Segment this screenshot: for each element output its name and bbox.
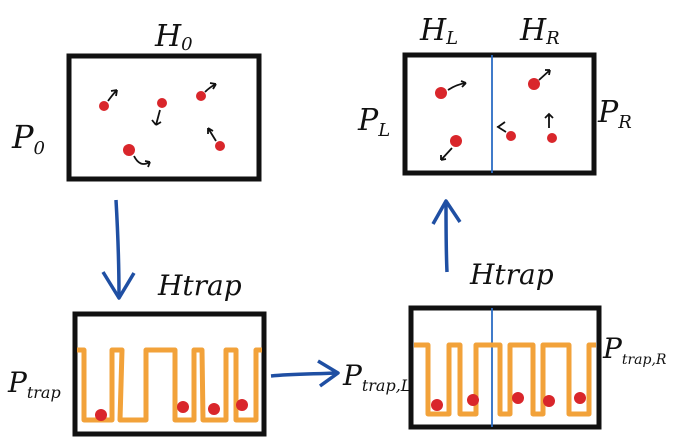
- trapped-particle: [177, 401, 189, 413]
- trapped-particle: [95, 409, 107, 421]
- ptrapr-label: Ptrap,R: [602, 332, 667, 368]
- free-particle: [496, 121, 516, 141]
- trapped-gas-panel: Htrap Ptrap: [7, 269, 267, 437]
- trapped-particle: [512, 392, 524, 404]
- split-trap-box: [408, 305, 602, 430]
- split-gas-box: [402, 52, 597, 176]
- free-particle: [196, 82, 217, 101]
- split-trap-panel: Htrap Ptrap,L Ptrap,R: [342, 258, 667, 430]
- htrap-label-left: Htrap: [157, 269, 242, 302]
- trap-box: [72, 311, 267, 437]
- free-particle: [440, 135, 462, 161]
- trapped-particle: [574, 392, 586, 404]
- trapped-particle: [236, 399, 248, 411]
- trapped-particle: [431, 399, 443, 411]
- trapped-particle: [208, 403, 220, 415]
- free-particle: [435, 80, 467, 99]
- arrow-down-icon: [101, 199, 136, 300]
- split-gas-panel: HL HR PL PR: [357, 13, 632, 176]
- ptrapl-label: Ptrap,L: [342, 359, 411, 395]
- trap-potential-line: [77, 347, 262, 423]
- hl-label: HL: [419, 13, 458, 49]
- free-particle: [544, 112, 557, 143]
- free-particle: [528, 69, 551, 90]
- pl-label: PL: [357, 103, 390, 141]
- free-particle: [99, 89, 118, 111]
- free-particle: [151, 98, 167, 126]
- trapped-particle: [467, 394, 479, 406]
- free-particle: [207, 127, 225, 151]
- free-gas-box: [66, 53, 262, 182]
- h0-label: H0: [154, 19, 193, 55]
- trap-potential-line: [414, 342, 596, 417]
- free-particle: [123, 144, 151, 168]
- hr-label: HR: [519, 13, 560, 49]
- htrap-label-right: Htrap: [469, 258, 554, 291]
- free-gas-panel: H0 P0: [11, 19, 262, 182]
- trapped-particle: [543, 395, 555, 407]
- p0-label: P0: [11, 118, 45, 159]
- arrow-up-icon: [431, 199, 462, 273]
- ptrap-label: Ptrap: [7, 366, 61, 402]
- arrow-right-icon: [270, 359, 340, 388]
- pr-label: PR: [597, 95, 632, 133]
